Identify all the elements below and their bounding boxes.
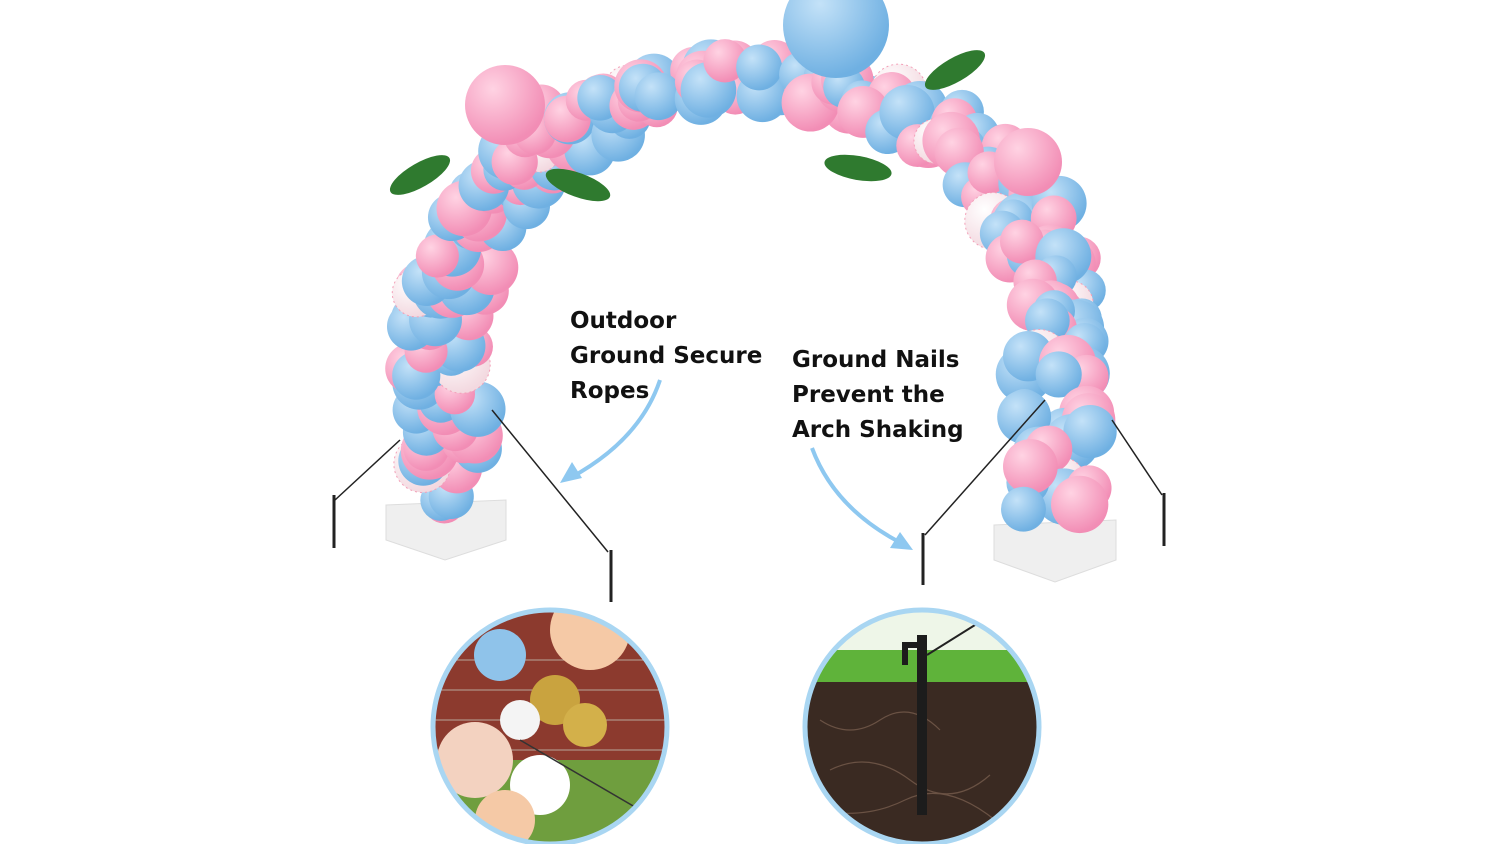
palm-leaf <box>389 155 451 195</box>
left-base <box>385 499 507 561</box>
ropes-callout-line: Ropes <box>570 378 650 404</box>
ground-stakes <box>332 493 1166 602</box>
balloon <box>415 234 459 278</box>
balloon <box>703 39 747 83</box>
left-circle-border <box>430 607 670 844</box>
nails-callout: Ground Nails Prevent the Arch Shaking <box>792 343 964 448</box>
palm-leaf <box>824 154 892 182</box>
right-base <box>993 519 1117 583</box>
ropes-callout-line: Ground Secure <box>570 343 763 369</box>
palm-leaf <box>924 50 986 90</box>
arrow-head-left <box>560 462 582 483</box>
arrow-head-right <box>890 532 913 550</box>
balloon <box>1035 351 1082 398</box>
large-balloon <box>465 65 545 145</box>
nails-callout-line: Prevent the <box>792 382 945 408</box>
ropes-callout: Outdoor Ground Secure Ropes <box>570 304 762 409</box>
balloon <box>999 219 1044 264</box>
nails-callout-line: Arch Shaking <box>792 417 964 443</box>
palm-leaf <box>545 168 611 202</box>
rope-detail-photo <box>434 611 666 843</box>
balloon-arch <box>385 0 1117 534</box>
balloon <box>736 44 783 91</box>
balloon <box>1051 475 1109 534</box>
balloon <box>1001 486 1046 532</box>
large-balloon <box>783 0 889 78</box>
ropes-callout-line: Outdoor <box>570 308 677 334</box>
balloon <box>634 72 683 121</box>
arrows <box>569 379 906 547</box>
ropes <box>334 399 1163 553</box>
large-balloon <box>994 128 1062 196</box>
right-circle-border <box>802 607 1042 844</box>
nails-callout-line: Ground Nails <box>792 347 960 373</box>
balloon <box>1063 404 1117 459</box>
balloon <box>1003 439 1058 494</box>
